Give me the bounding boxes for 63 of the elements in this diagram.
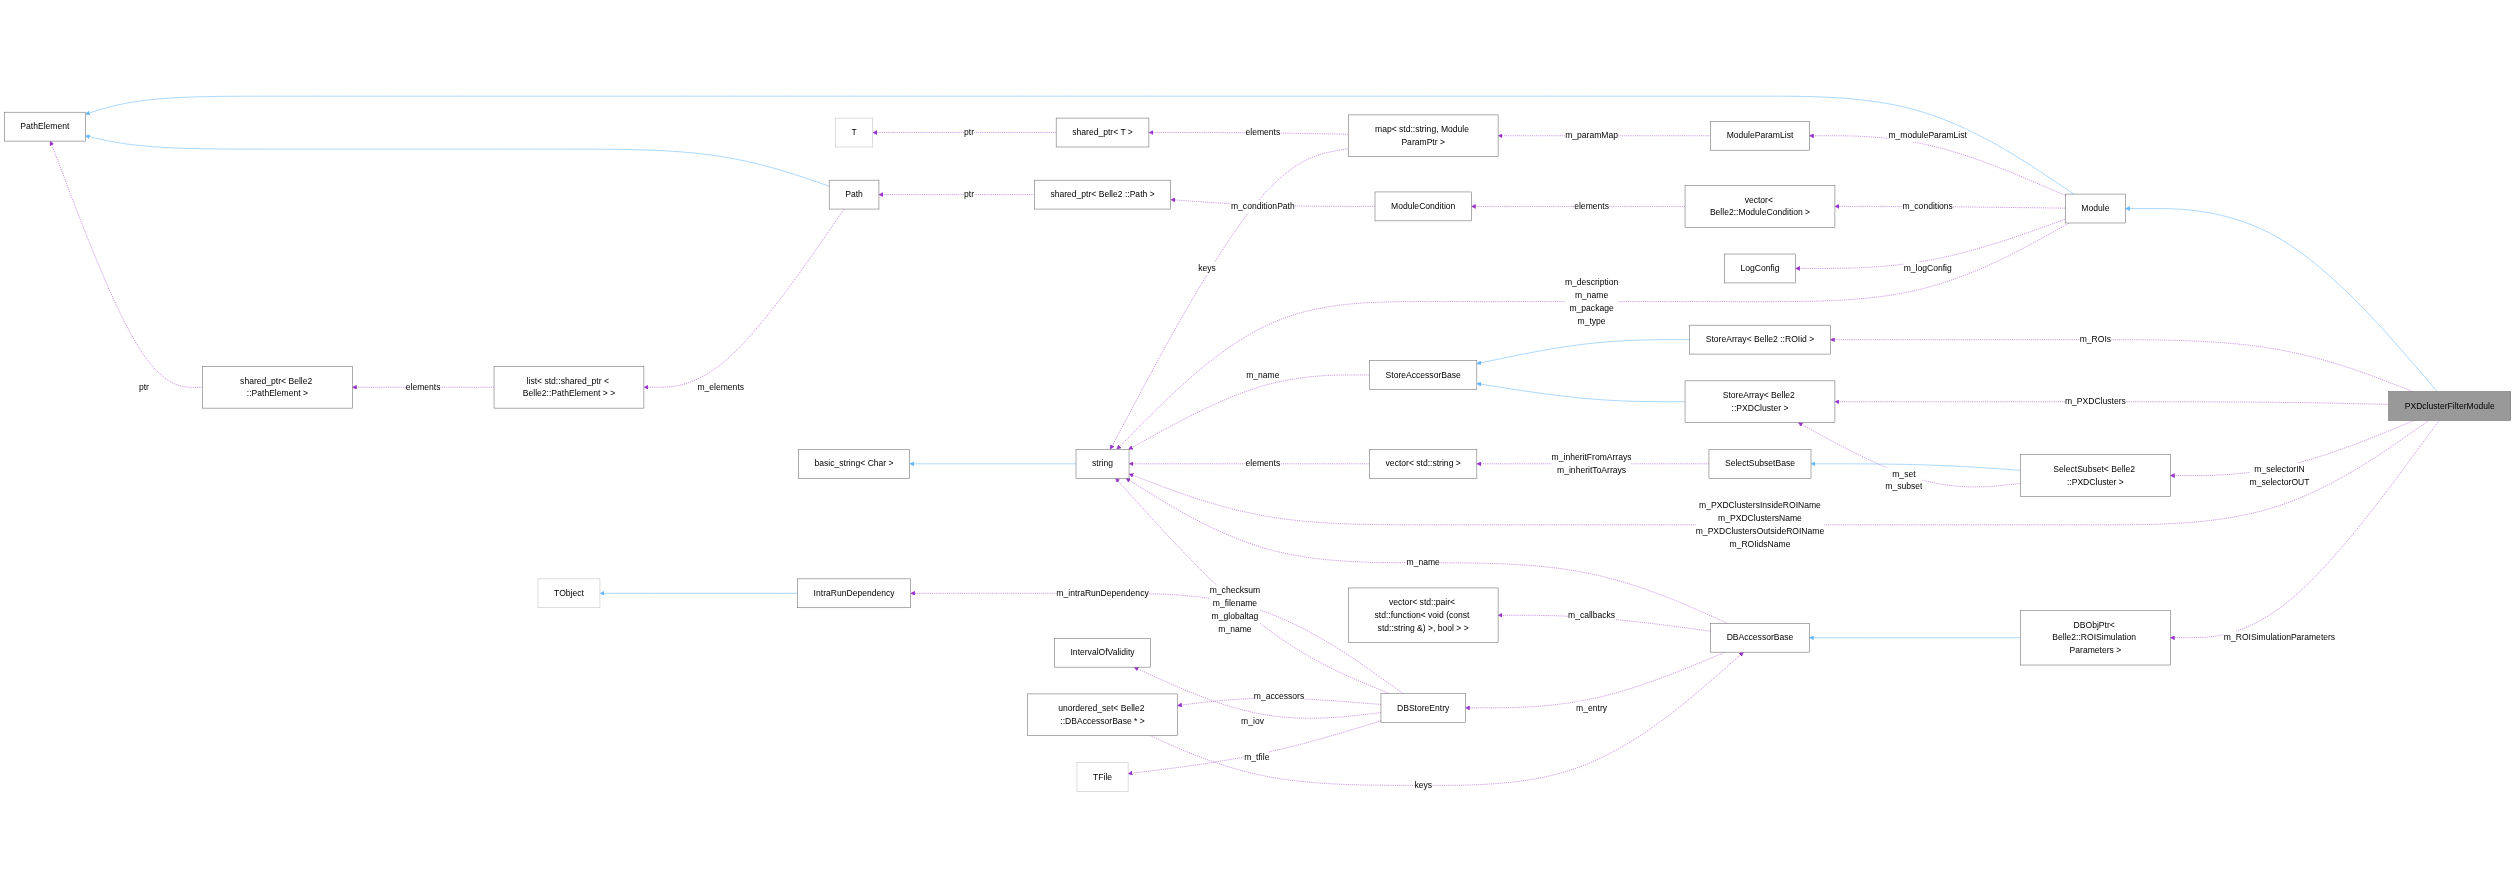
edge-label: m_ROISimulationParameters — [2223, 632, 2336, 642]
edge-label: m_iov — [1241, 716, 1264, 726]
node-box: DBAccessorBase — [1710, 623, 1810, 653]
edge-label: m_inheritFromArrays m_inheritToArrays — [1551, 452, 1632, 475]
edge-label: m_description m_name m_package m_type — [1564, 277, 1619, 326]
node-box: T — [835, 117, 873, 148]
edge-label: m_conditionPath — [1230, 201, 1295, 211]
edge-label: keys — [1414, 780, 1432, 790]
edge-label: m_entry — [1576, 703, 1608, 713]
node-box: PathElement — [4, 111, 86, 142]
edge-label: m_callbacks — [1568, 610, 1616, 620]
edge-label: keys — [1198, 263, 1216, 273]
node-box: StoreAccessorBase — [1369, 360, 1478, 390]
node-box: ModuleParamList — [1710, 121, 1810, 151]
edge-label: m_ROIs — [2079, 334, 2112, 344]
node-box: DBObjPtr< Belle2::ROISimulation Parameters > — [2020, 610, 2171, 666]
edge-label: ptr — [964, 189, 975, 199]
node-box: Path — [828, 179, 880, 210]
edge-label: elements — [1245, 127, 1281, 137]
edge-label: m_set m_subset — [1885, 469, 1923, 491]
edge-label: m_checksum m_filename m_globaltag m_name — [1209, 586, 1261, 634]
node-box: ModuleCondition — [1374, 191, 1472, 222]
node-box: map< std::string, Module ParamPtr > — [1348, 114, 1499, 157]
node-box: IntervalOfValidity — [1054, 638, 1151, 668]
edge-label: ptr — [964, 127, 975, 137]
edge-label: m_moduleParamList — [1888, 130, 1967, 141]
edge-label: m_name — [1246, 370, 1280, 380]
node-box: vector< std::pair< std::function< void (const std::string &) >, bool > > — [1348, 587, 1499, 643]
node-box: StoreArray< Belle2 ::PXDCluster > — [1684, 380, 1836, 423]
node-box: basic_string< Char > — [798, 449, 910, 479]
node-box: SelectSubset< Belle2 ::PXDCluster > — [2020, 454, 2171, 497]
edge-label: m_tfile — [1244, 752, 1270, 763]
edge-label: m_accessors — [1253, 691, 1305, 701]
edge-label: ptr — [138, 382, 149, 392]
edge-label: elements — [405, 382, 441, 392]
node-box: Module — [2065, 193, 2126, 224]
node-box: TObject — [537, 578, 601, 608]
node-box: shared_ptr< Belle2 ::Path > — [1034, 179, 1171, 210]
node-box: StoreArray< Belle2 ::ROIid > — [1689, 324, 1831, 355]
node-box: SelectSubsetBase — [1708, 449, 1812, 479]
edge-label: m_PXDClusters — [2064, 396, 2126, 406]
node-box: TFile — [1076, 762, 1129, 792]
node-box: DBStoreEntry — [1380, 693, 1466, 723]
node-box: shared_ptr< T > — [1055, 117, 1150, 148]
node-box: PXDclusterFilterModule — [2388, 391, 2511, 421]
edge-label: elements — [1245, 458, 1281, 469]
node-box: shared_ptr< Belle2 ::PathElement > — [202, 366, 353, 409]
node-box: IntraRunDependency — [797, 578, 911, 608]
edge-label: m_PXDClustersInsideROIName m_PXDClustersName m_PXDClustersOutsideROIName m_ROIidsName — [1695, 500, 1825, 549]
edge-label: m_name — [1406, 557, 1440, 568]
edge-label: m_intraRunDependency — [1056, 588, 1149, 598]
node-box: vector< Belle2::ModuleCondition > — [1684, 185, 1836, 228]
node-box: string — [1075, 449, 1130, 479]
node-box: unordered_set< Belle2 ::DBAccessorBase * > — [1027, 693, 1178, 736]
edge-label: m_paramMap — [1565, 130, 1618, 141]
node-box: list< std::shared_ptr < Belle2::PathElement > > — [493, 366, 645, 409]
edge-label: m_conditions — [1902, 201, 1953, 211]
node-box: vector< std::string > — [1369, 449, 1478, 479]
edge-label: elements — [1574, 201, 1609, 211]
edge-label: m_selectorIN m_selectorOUT — [2249, 464, 2310, 487]
edge-label: m_logConfig — [1903, 263, 1952, 273]
edge-label: m_elements — [697, 382, 745, 392]
node-box: LogConfig — [1724, 253, 1796, 284]
